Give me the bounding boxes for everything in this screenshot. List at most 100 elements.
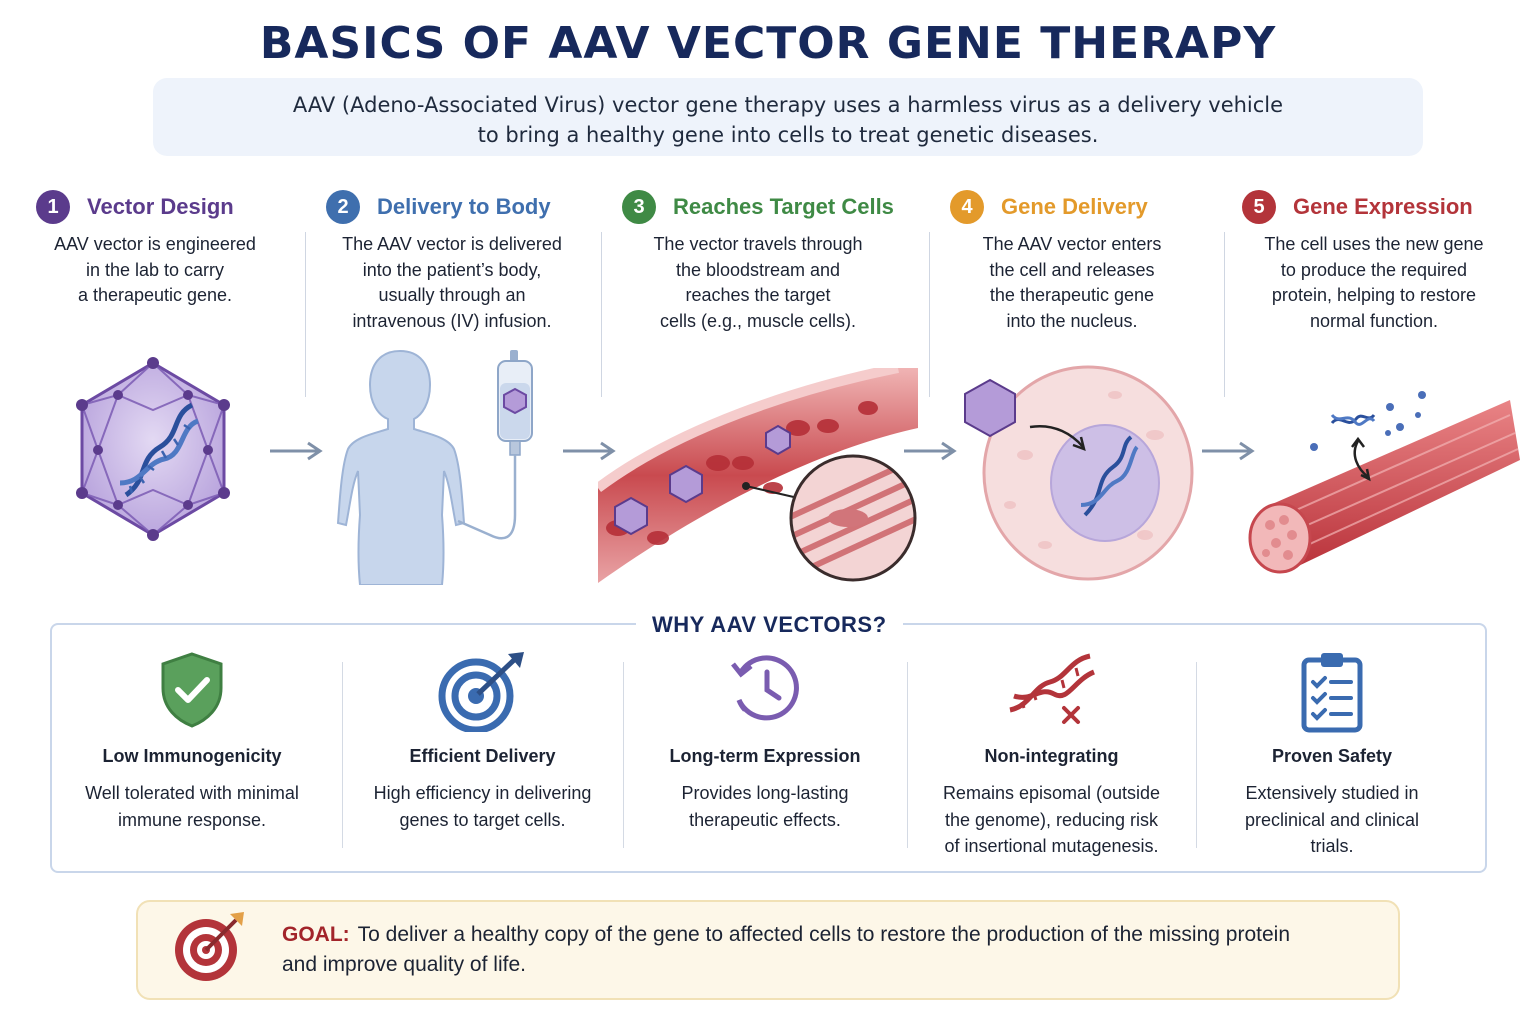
step-3-line: the bloodstream and [675, 259, 841, 280]
step-3-description: The vector travels through the bloodstre… [618, 232, 898, 334]
dna-helix-icon [119, 402, 200, 498]
feature-title: Proven Safety [1271, 746, 1393, 766]
step-1-description: AAV vector is engineered in the lab to c… [20, 232, 290, 309]
dna-helix-icon [1330, 413, 1376, 426]
step-2-description: The AAV vector is delivered into the pat… [312, 232, 592, 334]
arrow-right-icon [904, 441, 957, 461]
feature-title: Efficient Delivery [409, 746, 556, 766]
page-title: BASICS OF AAV VECTOR GENE THERAPY [259, 18, 1277, 69]
step-4: 4 Gene Delivery [950, 190, 1148, 224]
clock-cycle-icon [731, 655, 799, 721]
step-5-line: The cell uses the new gene [1264, 234, 1484, 254]
step-divider [601, 232, 602, 397]
step-5-line: normal function. [1309, 310, 1439, 331]
step-1-title: Vector Design [87, 194, 234, 219]
step-5-title: Gene Expression [1293, 194, 1473, 219]
step-1-line: in the lab to carry [85, 259, 225, 280]
feature-description: Well tolerated with minimal immune respo… [52, 780, 332, 833]
human-body-icon [336, 349, 466, 585]
feature-proven-safety: Proven Safety Extensively studied in pre… [1196, 650, 1468, 860]
step-2-title: Delivery to Body [377, 194, 551, 219]
feature-line: preclinical and clinical [1244, 809, 1420, 830]
step-2-line: intravenous (IV) infusion. [352, 310, 552, 331]
feature-non-integrating: Non-integrating Remains episomal (outsid… [907, 650, 1196, 860]
feature-divider [623, 662, 624, 848]
intro-box: AAV (Adeno-Associated Virus) vector gene… [153, 78, 1423, 156]
goal-label: GOAL: [282, 923, 350, 946]
step-3-number: 3 [622, 190, 656, 224]
feature-divider [1196, 662, 1197, 848]
feature-line: Well tolerated with minimal [85, 783, 299, 803]
intro-line-2: to bring a healthy gene into cells to tr… [477, 123, 1099, 147]
step-3-line: reaches the target [685, 285, 831, 305]
feature-line: genes to target cells. [399, 809, 566, 830]
cell-nucleus-illustration [964, 365, 1194, 581]
step-divider [305, 232, 306, 397]
step-3-line: The vector travels through [653, 234, 863, 254]
goal-box [136, 900, 1400, 1000]
step-4-line: the therapeutic gene [989, 285, 1155, 305]
step-2-number: 2 [326, 190, 360, 224]
target-arrow-icon [438, 652, 524, 732]
feature-title: Low Immunogenicity [102, 746, 282, 766]
step-5-description: The cell uses the new gene to produce th… [1234, 232, 1514, 334]
feature-description: Extensively studied in preclinical and c… [1196, 780, 1468, 860]
target-icon [175, 912, 244, 981]
patient-iv-illustration [336, 349, 533, 585]
goal-line-1: To deliver a healthy copy of the gene to… [357, 923, 1290, 946]
step-divider [929, 232, 930, 397]
arrow-right-icon [270, 441, 323, 461]
step-5-line: to produce the required [1280, 259, 1468, 280]
step-1-line: AAV vector is engineered [54, 234, 256, 254]
goal-text: GOAL: To deliver a healthy copy of the ge… [282, 920, 1290, 980]
step-2-line: usually through an [378, 285, 526, 305]
feature-divider [342, 662, 343, 848]
feature-line: Extensively studied in [1245, 783, 1419, 803]
step-5-number: 5 [1242, 190, 1276, 224]
step-2-line: The AAV vector is delivered [342, 234, 562, 254]
step-4-description: The AAV vector enters the cell and relea… [942, 232, 1202, 334]
feature-line: High efficiency in delivering [373, 783, 592, 803]
muscle-fiber-illustration [1248, 391, 1520, 574]
feature-line: Remains episomal (outside [942, 783, 1161, 803]
iv-bag-icon [457, 350, 533, 540]
feature-title: Long-term Expression [669, 746, 861, 766]
feature-line: therapeutic effects. [689, 809, 841, 830]
feature-description: Remains episomal (outside the genome), r… [907, 780, 1196, 860]
feature-long-term-expression: Long-term Expression Provides long-lasti… [623, 650, 907, 860]
shield-check-icon [161, 652, 223, 728]
dna-helix-icon [1080, 435, 1139, 517]
arrow-right-icon [563, 441, 616, 461]
step-5: 5 Gene Expression [1242, 190, 1473, 224]
step-2: 2 Delivery to Body [326, 190, 551, 224]
step-5-line: protein, helping to restore [1271, 285, 1477, 305]
feature-title: Non-integrating [984, 746, 1119, 766]
step-4-number: 4 [950, 190, 984, 224]
why-aav-title: WHY AAV VECTORS? [636, 612, 903, 638]
aav-capsid-illustration [76, 357, 230, 541]
goal-line-2: and improve quality of life. [282, 953, 526, 976]
step-2-line: into the patient’s body, [362, 259, 542, 280]
feature-divider [907, 662, 908, 848]
arrow-right-icon [1202, 441, 1255, 461]
blood-vessel-illustration [598, 368, 918, 583]
step-4-line: the cell and releases [989, 259, 1155, 280]
feature-line: immune response. [117, 809, 267, 830]
step-4-line: into the nucleus. [1006, 310, 1138, 331]
feature-low-immunogenicity: Low Immunogenicity Well tolerated with m… [52, 650, 332, 860]
aav-particle-icon [964, 378, 1016, 438]
feature-efficient-delivery: Efficient Delivery High efficiency in de… [342, 650, 623, 860]
step-divider [1224, 232, 1225, 397]
step-1: 1 Vector Design [36, 190, 234, 224]
step-3: 3 Reaches Target Cells [622, 190, 894, 224]
dna-cross-icon [1008, 653, 1095, 724]
step-3-line: cells (e.g., muscle cells). [659, 310, 857, 331]
clipboard-check-icon [1301, 653, 1363, 733]
feature-description: High efficiency in delivering genes to t… [342, 780, 623, 833]
step-3-title: Reaches Target Cells [673, 194, 894, 219]
intro-line-1: AAV (Adeno-Associated Virus) vector gene… [292, 93, 1284, 117]
aav-particle-icon [614, 424, 791, 536]
feature-description: Provides long-lasting therapeutic effect… [623, 780, 907, 833]
feature-line: Provides long-lasting [681, 783, 849, 803]
step-1-number: 1 [36, 190, 70, 224]
